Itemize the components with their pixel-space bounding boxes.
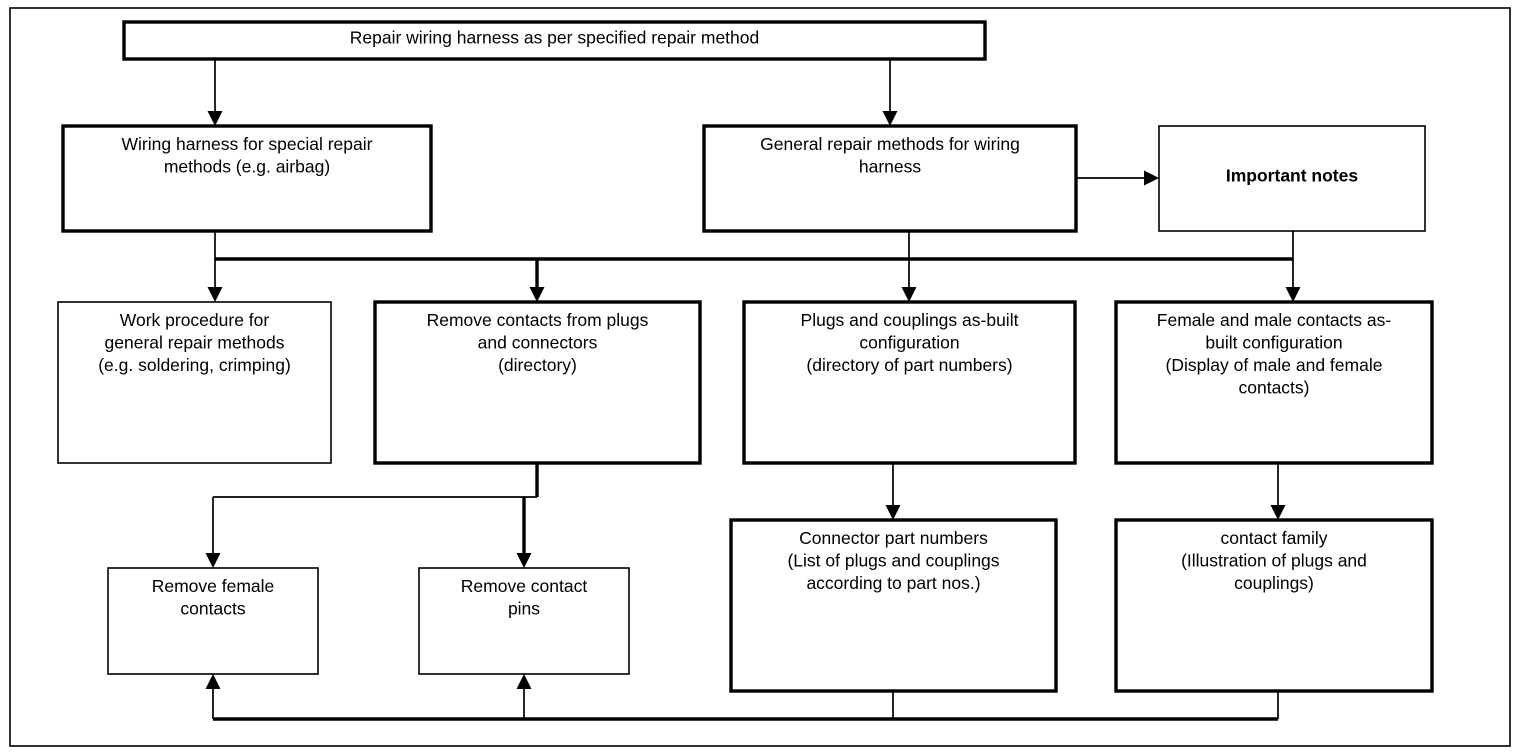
remove-contact-pins-box[interactable]: Remove contact pins [418, 567, 630, 675]
female-and-male-contacts-as-built-box-line-3: contacts) [1239, 378, 1310, 398]
plugs-and-couplings-as-built-box[interactable]: Plugs and couplings as-built configuratio… [742, 300, 1077, 465]
wiring-harness-special-repair-box-line-1: methods (e.g. airbag) [164, 157, 330, 177]
important-notes-box[interactable]: Important notes [1158, 125, 1426, 232]
repair-wiring-harness-box-line-0: Repair wiring harness as per specified r… [350, 28, 760, 48]
connector-female-male-to-contact-family-arrowhead [1270, 505, 1286, 520]
plugs-and-couplings-as-built-box-line-1: configuration [859, 333, 959, 353]
contact-family-box[interactable]: contact family (Illustration of plugs and… [1114, 518, 1434, 693]
connector-branch-to-remove-female-contacts-arrowhead [205, 553, 221, 568]
plugs-and-couplings-as-built-box-line-2: (directory of part numbers) [806, 355, 1012, 375]
repair-wiring-harness-box[interactable]: Repair wiring harness as per specified r… [122, 20, 987, 61]
connector-part-numbers-box[interactable]: Connector part numbers (List of plugs and… [729, 518, 1058, 693]
connector-general-repair-to-important-notes-arrowhead [1144, 170, 1159, 186]
contact-family-box-line-2: couplings) [1234, 573, 1314, 593]
connector-layer [205, 59, 1301, 721]
remove-contacts-from-plugs-box-line-1: and connectors [478, 333, 598, 353]
plugs-and-couplings-as-built-box-line-0: Plugs and couplings as-built [801, 310, 1019, 330]
female-and-male-contacts-as-built-box[interactable]: Female and male contacts as-built config… [1114, 300, 1434, 465]
remove-contacts-from-plugs-box-line-0: Remove contacts from plugs [427, 310, 649, 330]
feedback-to-remove-female-contacts-arrowhead [205, 674, 221, 689]
wiring-harness-special-repair-box-line-0: Wiring harness for special repair [122, 134, 373, 154]
general-repair-methods-box-rect[interactable] [702, 124, 1078, 233]
remove-contacts-from-plugs-box-rect[interactable] [373, 300, 702, 465]
connector-special-repair-down-to-bus-arrowhead [207, 287, 223, 302]
general-repair-methods-box[interactable]: General repair methods for wiring harness [702, 124, 1078, 233]
node-layer: Repair wiring harness as per specified r… [57, 20, 1434, 693]
female-and-male-contacts-as-built-box-line-0: Female and male contacts as- [1157, 310, 1392, 330]
remove-contact-pins-box-line-1: pins [508, 599, 540, 619]
female-and-male-contacts-as-built-box-line-2: (Display of male and female [1166, 355, 1383, 375]
contact-family-box-line-1: (Illustration of plugs and [1181, 551, 1367, 571]
important-notes-box-rect[interactable] [1158, 125, 1426, 232]
remove-female-contacts-box-rect[interactable] [107, 567, 319, 675]
important-notes-box-line-0: Important notes [1226, 166, 1358, 186]
connector-important-notes-to-female-male-arrowhead [1285, 287, 1301, 302]
remove-female-contacts-box-line-0: Remove female [152, 576, 275, 596]
connector-top-to-general-repair-arrowhead [882, 111, 898, 126]
remove-female-contacts-box-line-1: contacts [180, 599, 245, 619]
connector-branch-to-remove-contact-pins-arrowhead [516, 553, 532, 568]
contact-family-box-rect[interactable] [1114, 518, 1434, 693]
repair-wiring-harness-box-rect[interactable] [122, 20, 987, 61]
general-repair-methods-box-line-1: harness [859, 157, 922, 177]
remove-contacts-from-plugs-box-line-2: (directory) [498, 355, 577, 375]
plugs-and-couplings-as-built-box-rect[interactable] [742, 300, 1077, 465]
contact-family-box-line-0: contact family [1221, 528, 1328, 548]
connector-part-numbers-box-rect[interactable] [729, 518, 1058, 693]
work-procedure-box-line-2: (e.g. soldering, crimping) [98, 355, 291, 375]
connector-part-numbers-box-line-1: (List of plugs and couplings [787, 551, 999, 571]
wiring-harness-special-repair-box-rect[interactable] [61, 124, 433, 233]
remove-contact-pins-box-line-0: Remove contact [461, 576, 588, 596]
general-repair-methods-box-line-0: General repair methods for wiring [760, 134, 1020, 154]
feedback-to-remove-contact-pins-arrowhead [516, 674, 532, 689]
work-procedure-box-rect[interactable] [57, 301, 332, 464]
wiring-harness-special-repair-box[interactable]: Wiring harness for special repair methods… [61, 124, 433, 233]
remove-contact-pins-box-rect[interactable] [418, 567, 630, 675]
connector-top-to-special-repair-arrowhead [207, 111, 223, 126]
diagram-frame [9, 7, 1511, 747]
connector-part-numbers-box-line-0: Connector part numbers [799, 528, 988, 548]
remove-contacts-from-plugs-box[interactable]: Remove contacts from plugs and connectors… [373, 300, 702, 465]
connector-part-numbers-box-line-2: according to part nos.) [806, 573, 980, 593]
work-procedure-box[interactable]: Work procedure for general repair methods… [57, 301, 332, 464]
connector-general-repair-to-plugs-couplings-arrowhead [901, 287, 917, 302]
connector-bus-to-remove-contacts-arrowhead [529, 287, 545, 302]
connector-plugs-couplings-to-connector-part-numbers-arrowhead [885, 505, 901, 520]
female-and-male-contacts-as-built-box-line-1: built configuration [1205, 333, 1342, 353]
work-procedure-box-line-1: general repair methods [105, 333, 285, 353]
remove-female-contacts-box[interactable]: Remove female contacts [107, 567, 319, 675]
work-procedure-box-line-0: Work procedure for [120, 310, 270, 330]
female-and-male-contacts-as-built-box-rect[interactable] [1114, 300, 1434, 465]
